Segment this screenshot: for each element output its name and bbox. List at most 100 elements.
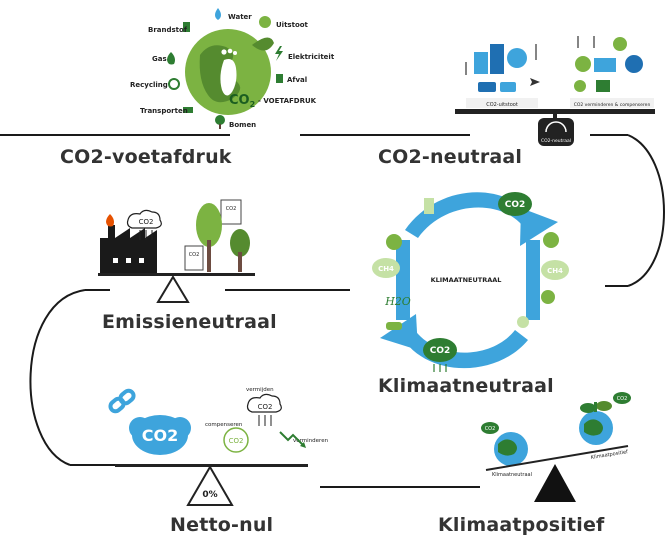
electricity-item: Elektriciteit <box>275 46 335 61</box>
recycle-icon <box>625 55 643 73</box>
tree-icon <box>575 56 591 72</box>
balance-fulcrum <box>534 464 576 502</box>
avoid-label: vermijden <box>246 387 274 393</box>
reduce-label: verminderen <box>293 438 329 444</box>
solar-panel-icon <box>594 58 616 72</box>
cart-icon <box>500 82 516 92</box>
drop-icon <box>541 290 555 304</box>
balance-beam <box>98 273 255 276</box>
co2-cloud-icon: CO2 <box>246 393 282 426</box>
tilted-beam <box>485 445 629 471</box>
netzero-cloud-label: CO2 <box>142 426 178 445</box>
zero-percent-label: 0% <box>202 490 217 500</box>
emission-illustration: CO2 CO2 CO2 <box>98 199 255 303</box>
footprint-icon <box>220 59 237 96</box>
scale-gauge <box>538 118 574 146</box>
positive-illustration: CO2 CO2 Klimaatneutraal Klimaatpositief <box>481 392 631 502</box>
reduction-tray-label: CO2 verminderen & compenseren <box>574 102 651 108</box>
trash-bin-icon <box>276 74 283 83</box>
co2-cloud-icon: CO2 <box>613 392 631 404</box>
earth-globe-icon <box>579 411 613 445</box>
emission-cloud-label: CO2 <box>139 218 154 226</box>
methane-cloud-icon: CH4 <box>541 260 569 280</box>
car-icon <box>386 322 402 330</box>
plant-icon <box>580 401 612 413</box>
document-icon <box>184 245 204 271</box>
city-icon <box>474 52 488 74</box>
balance-fulcrum <box>156 275 190 303</box>
chain-link-icon <box>108 388 136 414</box>
trees-icon <box>196 203 250 272</box>
gas-item: Gas <box>152 52 175 65</box>
co2-cloud-icon: CO2 <box>423 338 457 372</box>
waste-label: Afval <box>287 76 307 84</box>
climate-cycle-illustration: KLIMAATNEUTRAAL CO2 CO2 CH4 CH4 H2O <box>372 192 569 372</box>
positive-left-tag: Klimaatneutraal <box>492 472 532 478</box>
stage-title-neutral: CO2-neutraal <box>378 146 523 168</box>
methane-cloud-icon: CH4 <box>372 258 400 278</box>
trees-item: Bomen <box>215 115 256 129</box>
climate-cycle-center: KLIMAATNEUTRAAL <box>431 276 502 284</box>
emission-tray-label: CO2-uitstoot <box>486 102 518 108</box>
plant-icon <box>543 232 559 248</box>
gas-label: Gas <box>152 55 167 63</box>
climate-ch4-left: CH4 <box>378 265 394 273</box>
truck-icon <box>183 107 193 113</box>
netzero-illustration: CO2 compenseren CO2 vermijden CO2 vermin… <box>108 387 329 506</box>
recycle-ring-icon <box>223 427 249 453</box>
battery-icon <box>424 198 434 214</box>
wind-turbine-icon <box>596 80 610 92</box>
leaf-icon <box>252 37 274 51</box>
balance-beam <box>115 464 308 467</box>
emission-tray: CO2-uitstoot <box>465 44 540 108</box>
ring-label: CO2 <box>229 437 244 445</box>
document-label: CO2 <box>189 252 200 258</box>
fuel-label: Brandstof <box>148 26 188 34</box>
positive-left-cloud: CO2 <box>485 426 496 432</box>
plane-icon <box>530 78 540 86</box>
lightning-icon <box>275 46 283 61</box>
trees-label: Bomen <box>229 121 256 129</box>
transport-label: Transporten <box>140 107 188 115</box>
decline-arrow-icon <box>279 431 304 446</box>
scale-gauge-label: CO2-neutraal <box>541 138 571 144</box>
connector-path <box>0 134 665 488</box>
recycling-item: Recycling <box>130 78 180 90</box>
waste-item: Afval <box>276 74 307 84</box>
tree-icon <box>215 115 225 125</box>
footprint-co2-label: CO2 <box>229 93 255 109</box>
recycling-label: Recycling <box>130 81 168 89</box>
balance-fulcrum <box>186 465 234 506</box>
co2-cloud-icon: CO2 <box>126 209 162 240</box>
scale-beam <box>455 109 655 114</box>
positive-right-tag: Klimaatpositief <box>590 449 628 461</box>
stage-title-footprint: CO2-voetafdruk <box>60 146 232 168</box>
reduction-tray: CO2 verminderen & compenseren <box>570 36 654 108</box>
fuel-item: Brandstof <box>148 22 190 34</box>
solar-icon <box>517 316 529 328</box>
stage-title-climate: Klimaatneutraal <box>378 375 554 397</box>
water-label: Water <box>228 13 252 21</box>
climate-cloud-top: CO2 <box>505 200 526 210</box>
factory-icon <box>507 48 527 68</box>
climate-cloud-bottom: CO2 <box>430 346 451 356</box>
footprint-co2-main: CO <box>229 93 250 108</box>
electricity-label: Elektriciteit <box>288 53 335 61</box>
footprint-illustration: CO2 - VOETAFDRUK Water Uitstoot Brandsto… <box>130 8 335 129</box>
emission-item: Uitstoot <box>259 16 309 29</box>
factory-icon <box>100 225 157 275</box>
flame-icon <box>106 214 114 227</box>
netzero-small-cloud: CO2 <box>258 403 273 411</box>
co2-cloud-icon: CO2 <box>481 422 499 434</box>
neutral-illustration: CO2-uitstoot CO2 verminderen & compenser… <box>455 36 655 146</box>
emission-cloud-icon <box>259 16 271 28</box>
fuel-pump-icon <box>183 22 190 32</box>
water-drop-icon <box>215 8 221 20</box>
recycle-icon <box>168 78 180 90</box>
compensate-label: compenseren <box>205 422 243 428</box>
truck-icon <box>478 82 496 92</box>
footprint-tagline: - VOETAFDRUK <box>258 97 317 105</box>
stage-title-positive: Klimaatpositief <box>438 514 605 536</box>
co2-cloud-icon: CO2 <box>129 415 191 455</box>
footprint-co2-sub: 2 <box>250 100 256 109</box>
